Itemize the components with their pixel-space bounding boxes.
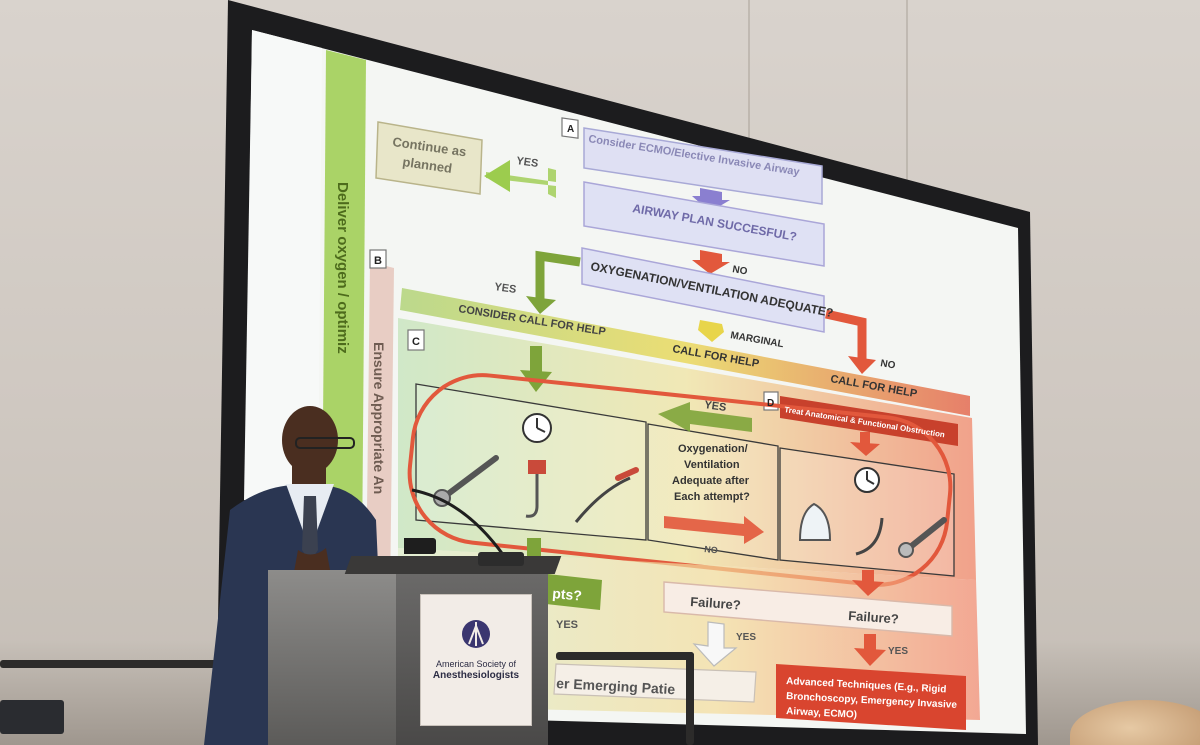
label-c-text: C — [412, 336, 420, 348]
oxygenation-text: OXYGENATION/VENTILATION ADEQUATE? — [589, 259, 834, 320]
yes-top-text: YES — [516, 155, 539, 170]
label-d-text: D — [767, 398, 774, 409]
continue-text-2: planned — [402, 154, 453, 176]
yes-mid-text: YES — [704, 399, 727, 414]
side-bar-a-text: Deliver oxygen / optimiz — [334, 182, 351, 354]
microphone — [404, 488, 524, 566]
airway-plan-text: AIRWAY PLAN SUCCESFUL? — [631, 201, 797, 244]
call-for-help-band — [400, 288, 970, 416]
red-arrow-small — [692, 250, 730, 274]
right-device-panel — [779, 447, 955, 577]
marginal-text: MARGINAL — [729, 330, 784, 350]
podium-sign: American Society of Anesthesiologists — [420, 594, 532, 726]
center-q-4: Each attempt? — [674, 491, 750, 503]
asa-logo-icon — [462, 620, 490, 648]
no-1-text: NO — [731, 264, 748, 277]
airway-curve-icon — [855, 517, 884, 556]
no-right-text: NO — [879, 358, 896, 371]
purple-arrow — [692, 188, 730, 212]
treat-obstruction-box — [780, 396, 958, 446]
red-arrow-d — [850, 442, 880, 456]
clock-icon — [522, 413, 552, 443]
label-a-box — [561, 117, 579, 139]
asa-line2: Anesthesiologists — [432, 670, 520, 681]
center-question-panel — [647, 423, 779, 561]
railing — [556, 652, 694, 660]
green-arrow-left-down — [526, 296, 556, 314]
mask-icon — [798, 502, 832, 541]
label-b-box — [369, 249, 387, 269]
green-arrow-c — [520, 370, 552, 392]
continue-box — [375, 121, 483, 195]
center-q-2: Ventilation — [684, 459, 740, 471]
asa-line1: American Society of — [435, 659, 517, 669]
yes-low-left-text: YES — [556, 619, 578, 631]
label-b-text: B — [374, 255, 382, 267]
continue-text-1: Continue as — [392, 134, 468, 159]
red-arrow-low — [852, 580, 884, 596]
consider-ecmo-text: Consider ECMO/Elective Invasive Airway — [588, 133, 802, 178]
oxygenation-box — [581, 247, 825, 333]
podium: American Society of Anesthesiologists — [268, 556, 562, 745]
railing-post — [686, 652, 694, 745]
asa-name: American Society of Anesthesiologists — [433, 659, 519, 681]
podium-side — [268, 570, 396, 745]
center-q-3: Adequate after — [672, 475, 750, 487]
green-arrow-yes-left — [658, 402, 752, 432]
yellow-arrow — [698, 320, 724, 342]
call-help-right-text: CALL FOR HELP — [829, 373, 918, 400]
yes-left-text: YES — [494, 281, 517, 296]
wall-seam — [906, 0, 908, 745]
label-a-text: A — [567, 124, 574, 135]
airway-plan-box — [583, 181, 825, 267]
center-q-1: Oxygenation/ — [678, 443, 748, 455]
treat-obstruction-text: Treat Anatomical & Functional Obstructio… — [784, 405, 946, 439]
call-help-mid-text: CALL FOR HELP — [671, 343, 760, 370]
laptop — [0, 700, 64, 734]
wall-seam — [748, 0, 750, 745]
consider-ecmo-box — [583, 127, 823, 205]
clock-icon — [854, 467, 880, 493]
failure-mid-text: Failure? — [690, 594, 742, 612]
failure-box — [663, 581, 953, 637]
failure-right-text: Failure? — [848, 608, 900, 626]
consider-call-text: CONSIDER CALL FOR HELP — [458, 303, 607, 338]
label-c-box — [407, 329, 425, 351]
no-2-text: NO — [704, 544, 718, 555]
stylet-icon — [574, 467, 639, 523]
railing — [0, 660, 220, 668]
red-arrow-right-down — [848, 356, 876, 374]
green-arrow-yes-top — [484, 160, 510, 192]
label-d-box — [763, 391, 779, 411]
